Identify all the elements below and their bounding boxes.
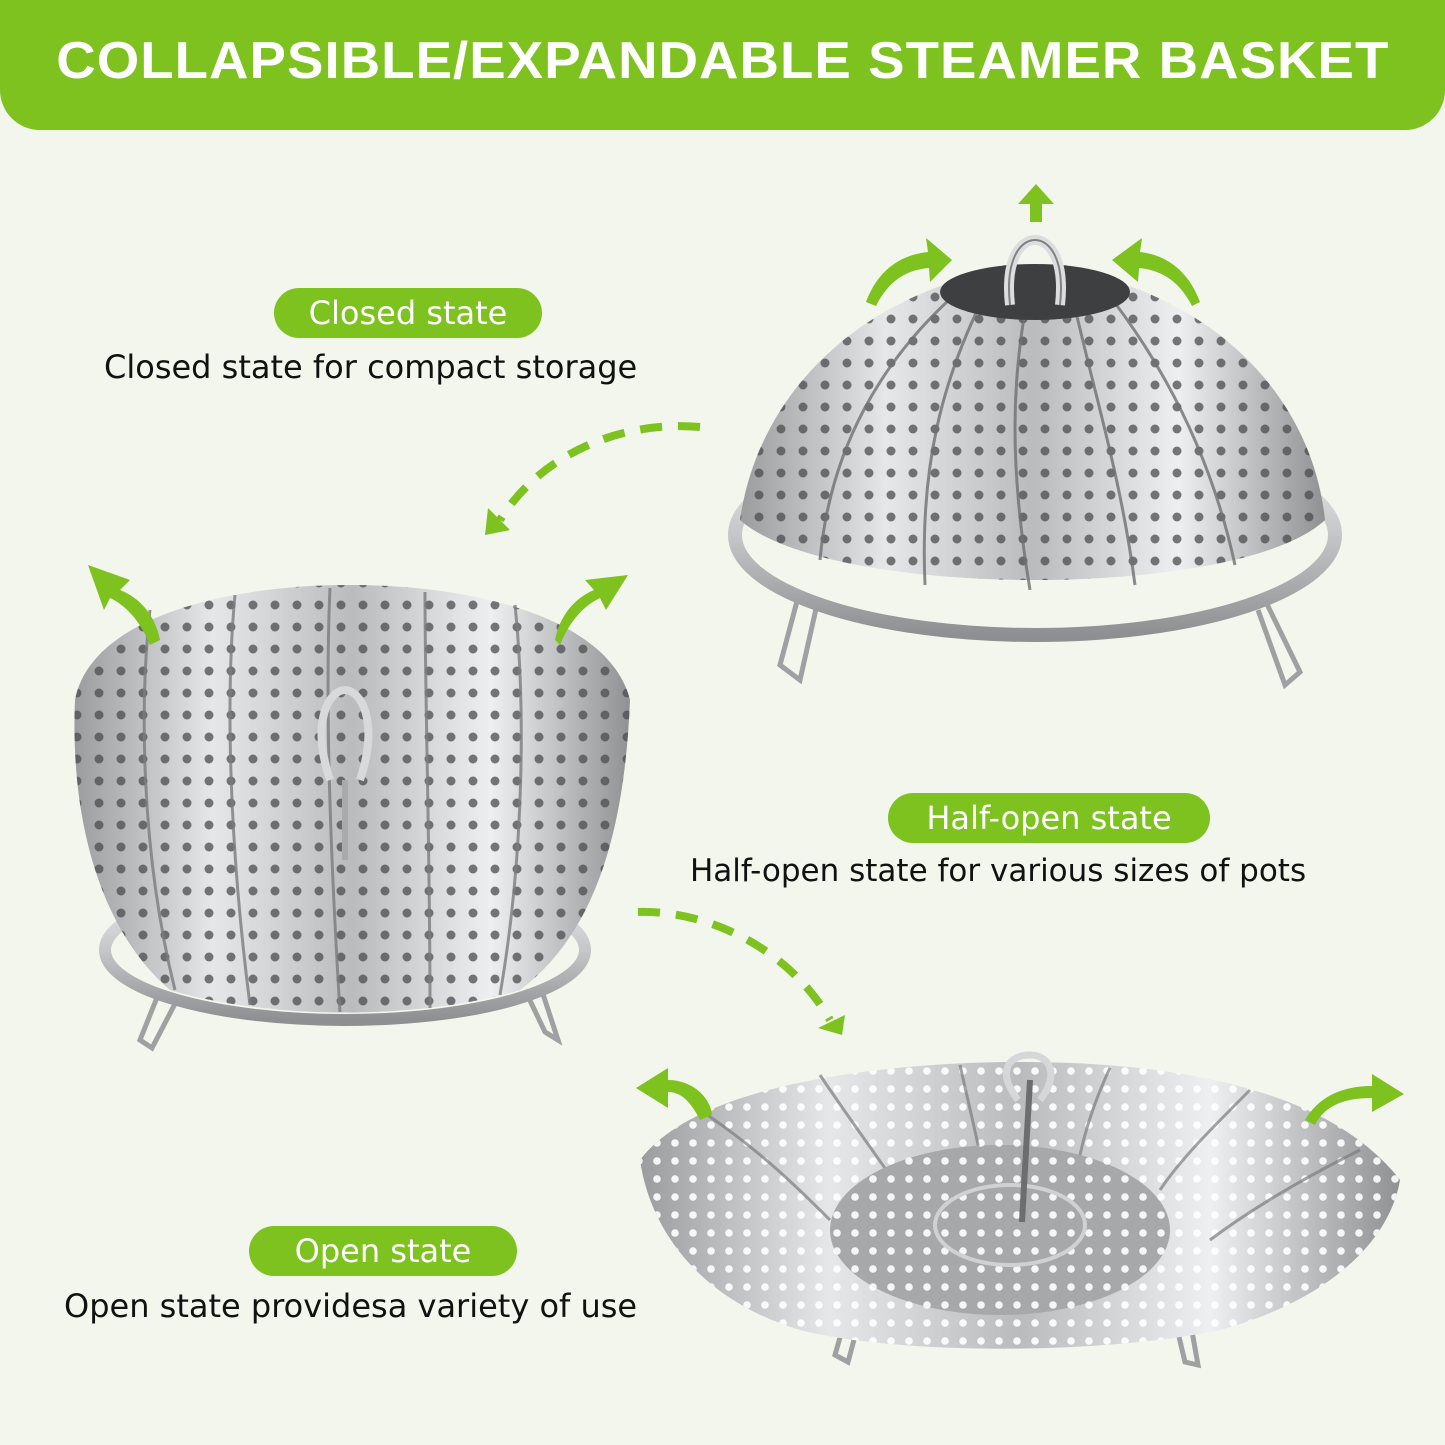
closed-state-badge: Closed state — [274, 288, 542, 338]
closed-state-caption: Closed state for compact storage — [104, 348, 638, 386]
page-title: COLLAPSIBLE/EXPANDABLE STEAMER BASKET — [55, 32, 1390, 90]
closed-basket-arrows — [866, 184, 1200, 306]
curved-arrow-icon — [1305, 1074, 1404, 1125]
closed-basket-image — [728, 234, 1342, 690]
curved-arrow-icon — [1112, 238, 1200, 306]
open-state-caption: Open state providesa variety of use — [64, 1287, 638, 1325]
arrow-up-icon — [1018, 184, 1054, 222]
half-open-basket-image — [74, 585, 631, 1052]
curved-arrow-icon — [555, 575, 628, 645]
dashed-curved-arrow-icon — [485, 422, 701, 535]
curved-arrow-icon — [636, 1068, 712, 1120]
open-state-badge: Open state — [249, 1226, 517, 1276]
dashed-curved-arrow-icon — [637, 907, 845, 1035]
open-basket-arrows — [636, 1068, 1404, 1125]
header-banner: COLLAPSIBLE/EXPANDABLE STEAMER BASKET — [0, 0, 1445, 130]
half-open-basket-arrows — [88, 565, 628, 645]
half-open-state-badge: Half-open state — [888, 793, 1210, 843]
half-open-state-caption: Half-open state for various sizes of pot… — [690, 853, 1307, 889]
open-basket-image — [640, 1051, 1400, 1369]
curved-arrow-icon — [88, 565, 160, 645]
curved-arrow-icon — [866, 238, 952, 306]
